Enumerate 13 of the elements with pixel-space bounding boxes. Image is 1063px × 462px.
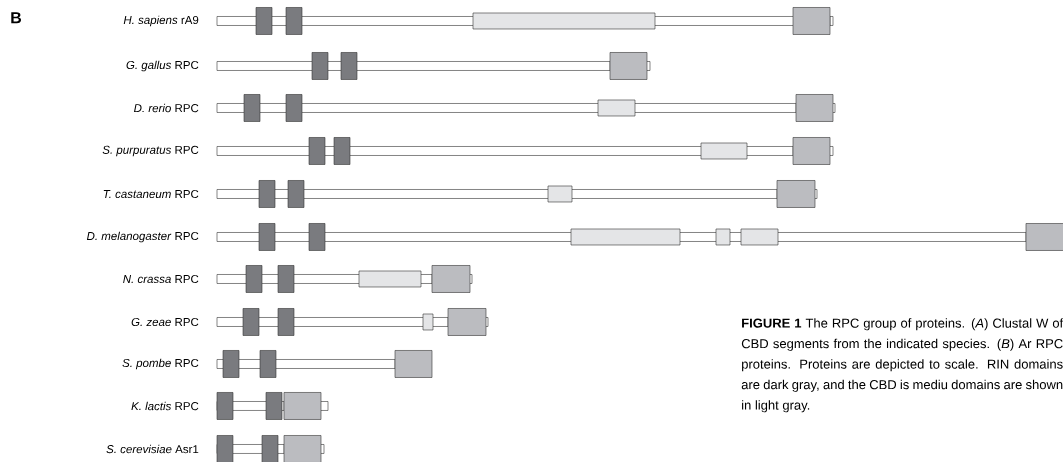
species-label: D. rerio RPC (134, 103, 199, 113)
species-label: G. gallus RPC (126, 60, 199, 72)
species-label: D. melanogaster RPC (86, 231, 199, 243)
species-label: N. crassa RPC (123, 274, 199, 284)
species-label: S. pombe RPC (122, 358, 199, 370)
species-label: K. lactis RPC (131, 401, 199, 411)
species-label: S. purpuratus RPC (102, 145, 199, 157)
species-label: T. castaneum RPC (103, 189, 199, 199)
species-label: H. sapiens rA9 (123, 15, 199, 27)
figure-caption: FIGURE 1 The RPC group of proteins. (A) Clustal W of CBD segments from the indicated species. (B) Ar RPC proteins. Proteins are depicted to scale. RIN domains are dark gray, and the CBD is mediu domains are shown in light gray. (741, 318, 1063, 413)
species-label: G. zeae RPC (131, 317, 199, 327)
panel-letter: B (11, 12, 22, 24)
species-label: S. cerevisiae Asr1 (106, 444, 199, 454)
